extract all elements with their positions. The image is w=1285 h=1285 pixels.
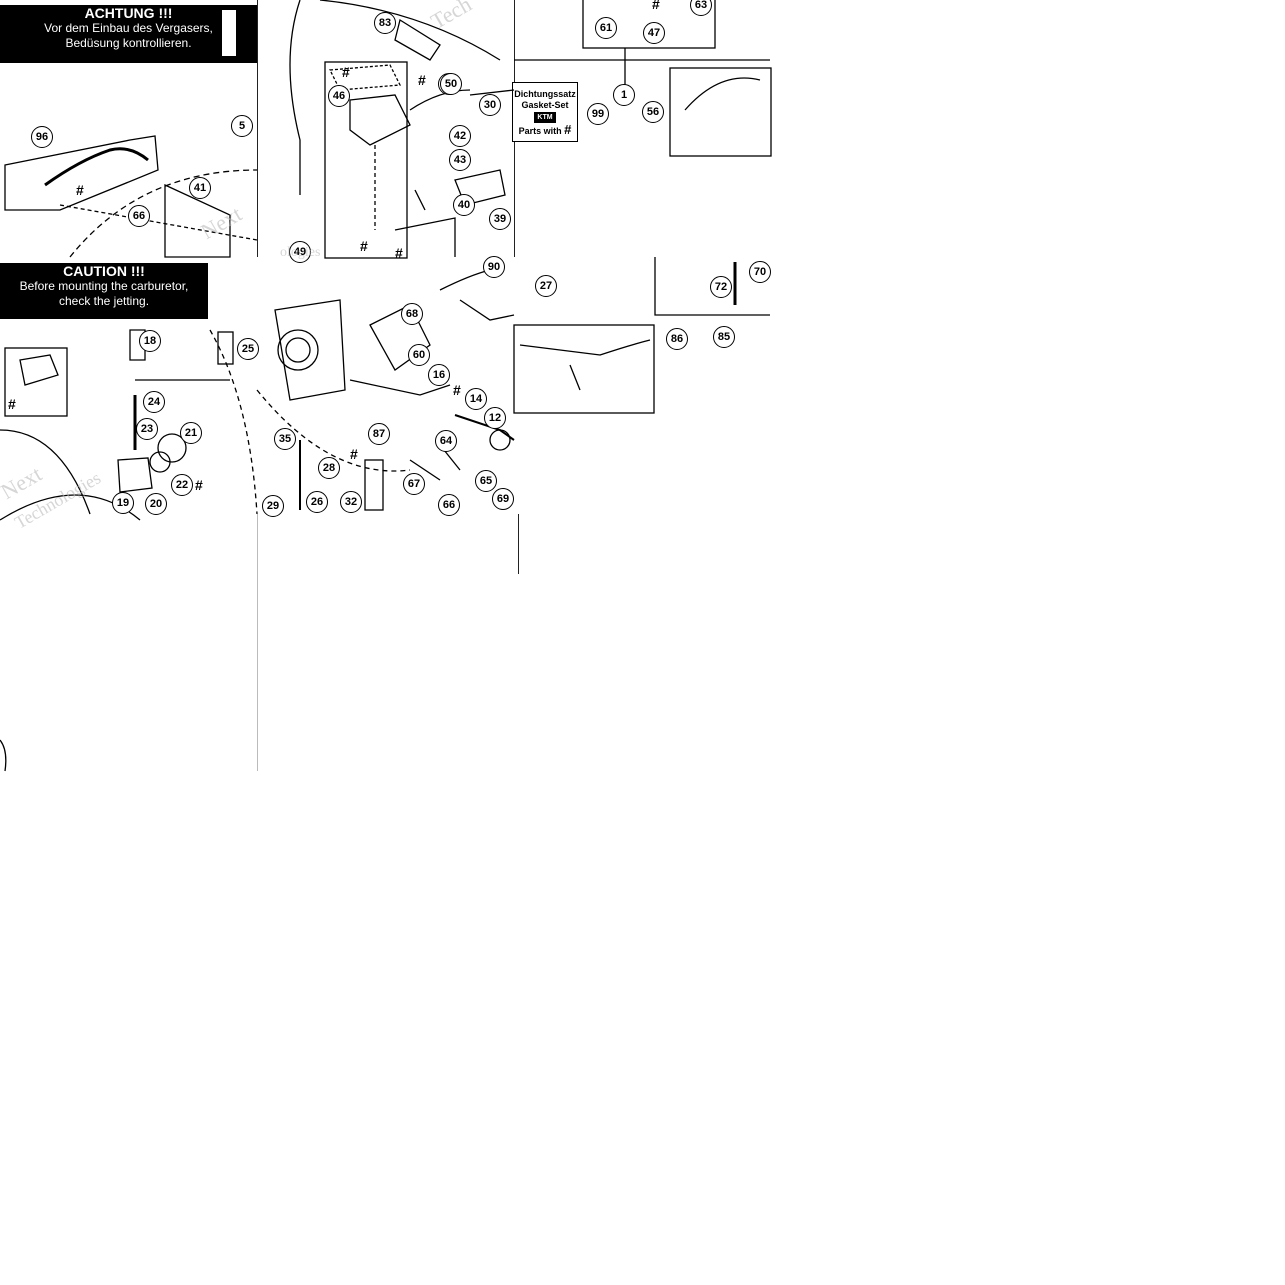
part-number-callout: 86 [666,328,688,350]
part-number-callout: 27 [535,275,557,297]
callout-box [669,67,772,157]
part-number-callout: 32 [340,491,362,513]
tile-edge [518,514,519,574]
part-number-callout: 65 [475,470,497,492]
part-number-callout: 64 [435,430,457,452]
callout-box [4,347,68,417]
hose [44,147,149,187]
part-number-callout: 30 [479,94,501,116]
part-number-callout: 5 [231,115,253,137]
warning-box-german: ACHTUNG !!! Vor dem Einbau des Vergasers… [0,5,257,63]
part-number-callout: 43 [449,149,471,171]
dashed-outline [69,169,258,258]
cable [319,0,501,61]
tile-edge [257,0,258,257]
part-number-callout: 40 [453,194,475,216]
part-number-callout: 24 [143,391,165,413]
part-number-callout: 66 [438,494,460,516]
hash-symbol: # [195,477,203,493]
warning-line: Vor dem Einbau des Vergasers, [44,21,213,35]
part-number-callout: 60 [408,344,430,366]
part-number-callout: 16 [428,364,450,386]
warning-title: CAUTION !!! [63,263,145,279]
part-number-callout: 12 [484,407,506,429]
gasket-ring [157,433,187,463]
part-number-callout: 18 [139,330,161,352]
part-number-callout: 96 [31,126,53,148]
part-number-callout: 35 [274,428,296,450]
part-number-callout: 26 [306,491,328,513]
part-number-callout: 46 [328,85,350,107]
part-number-callout: 56 [642,101,664,123]
part-number-callout: 47 [643,22,665,44]
watermark: ologies [280,245,321,260]
part-number-callout: 29 [262,495,284,517]
warning-box-english: CAUTION !!! Before mounting the carburet… [0,263,208,319]
hash-symbol: # [360,238,368,254]
part-number-callout: 23 [136,418,158,440]
part-number-callout: 67 [403,473,425,495]
gasket-label: Parts with # [518,122,572,137]
part-number-callout: 83 [374,12,396,34]
part-number-callout: 85 [713,326,735,348]
part-number-callout: 69 [492,488,514,510]
ktm-logo: KTM [534,112,556,123]
part-number-callout: 68 [401,303,423,325]
part-number-callout: 61 [595,17,617,39]
gasket-label: Dichtungssatz [514,89,576,99]
throttle-housing [369,304,431,371]
hash-symbol: # [342,64,350,80]
callout-box [513,324,655,414]
warning-line: Bedüsung kontrollieren. [65,36,192,50]
part-number-callout: 25 [237,338,259,360]
hash-symbol: # [8,396,16,412]
callout-box [164,183,231,258]
part-number-callout: 21 [180,422,202,444]
part-number-callout: 99 [587,103,609,125]
hash-symbol: # [652,0,660,12]
part-sketch [394,18,441,61]
hose-callout-box [4,135,159,211]
tile-edge [257,514,258,771]
part-sketch [117,457,153,493]
warning-line: check the jetting. [58,294,150,308]
part-number-callout: 72 [710,276,732,298]
hash-symbol: # [453,382,461,398]
gasket-set-box: Dichtungssatz Gasket-Set KTM Parts with … [512,82,578,142]
hash-symbol: # [418,72,426,88]
part-number-callout: 19 [112,492,134,514]
warning-title: ACHTUNG !!! [84,5,173,21]
callout-box [324,61,408,259]
carburetor-body [274,299,346,401]
hash-symbol: # [350,446,358,462]
part-number-callout: 90 [483,256,505,278]
carb-bore [277,329,319,371]
part-number-callout: 41 [189,177,211,199]
part-number-callout: 49 [289,241,311,263]
part-number-callout: 1 [613,84,635,106]
warning-line: Before mounting the carburetor, [19,279,189,293]
part-number-callout: 50 [440,73,462,95]
carb-top [349,94,411,146]
part-number-callout: 42 [449,125,471,147]
gasket-label: Gasket-Set [521,100,569,110]
part-number-callout: 14 [465,388,487,410]
exclamation-icon [222,10,236,56]
hash-symbol: # [76,182,84,198]
part-number-callout: 63 [690,0,712,16]
part-number-callout: 22 [171,474,193,496]
part-number-callout: 39 [489,208,511,230]
part-number-callout: 70 [749,261,771,283]
part-number-callout: 66 [128,205,150,227]
part-number-callout: 28 [318,457,340,479]
cable [289,0,301,195]
part-number-callout: 20 [145,493,167,515]
part-number-callout: 87 [368,423,390,445]
hash-symbol: # [395,245,403,261]
callout-box [582,0,716,49]
